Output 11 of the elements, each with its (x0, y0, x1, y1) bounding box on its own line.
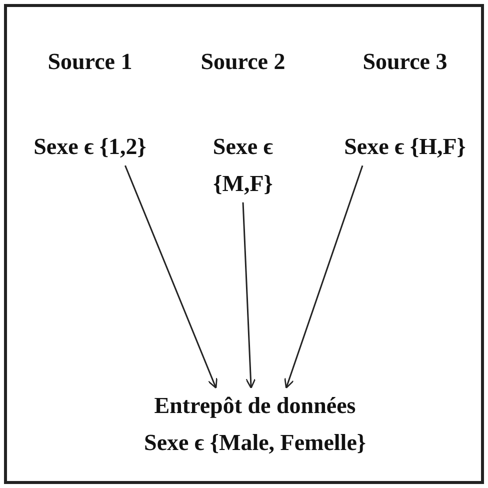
warehouse-title: Entrepôt de données (153, 392, 357, 420)
arrow (242, 202, 256, 389)
arrow (124, 165, 218, 389)
field-domain: Sexe ϵ {Male, Femelle} (143, 428, 367, 457)
field-domain: Sexe ϵ {H,F} (343, 132, 467, 161)
source-title: Source 1 (46, 48, 134, 76)
field-domain: Sexe ϵ {1,2} (32, 132, 148, 161)
source-title: Source 2 (200, 48, 286, 76)
source-title: Source 3 (362, 48, 448, 76)
field-domain: Sexe ϵ {M,F} (212, 132, 274, 198)
arrow (284, 165, 364, 389)
